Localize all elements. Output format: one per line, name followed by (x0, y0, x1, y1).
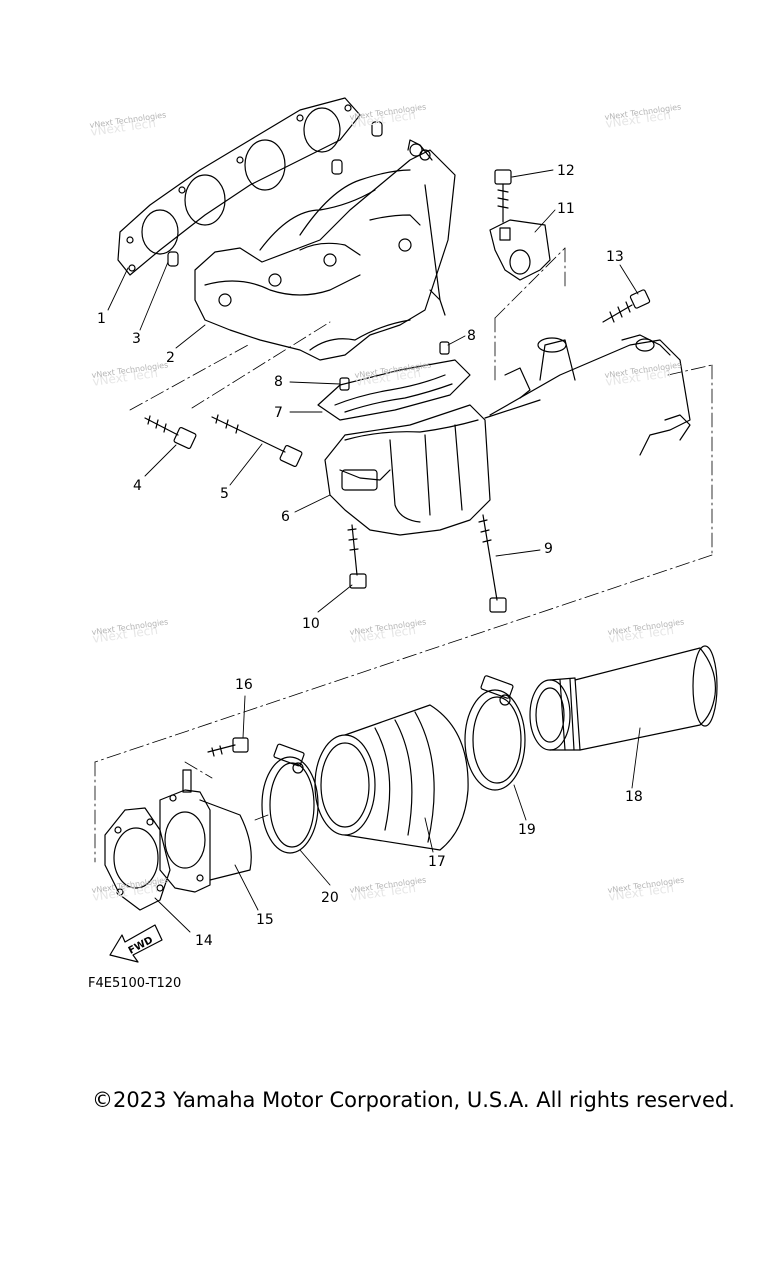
callout-2: 2 (166, 350, 175, 366)
callout-9: 9 (544, 541, 553, 557)
callout-8b: 8 (467, 328, 476, 344)
callout-12: 12 (557, 163, 575, 179)
callout-3: 3 (132, 331, 141, 347)
callout-11: 11 (557, 201, 575, 217)
part-1-manifold-gasket (117, 97, 361, 276)
part-11-bracket (489, 219, 551, 281)
callout-17: 17 (428, 854, 446, 870)
part-14-gasket (104, 807, 171, 911)
assembly-lines (94, 247, 713, 863)
part-13-bolt (602, 289, 651, 323)
callout-1: 1 (97, 311, 106, 327)
part-17-joint-hose (314, 704, 469, 851)
part-10-bolt (347, 524, 367, 589)
diagram-code: F4E5100-T120 (88, 976, 182, 991)
exhaust-pipe (484, 334, 691, 456)
callout-4: 4 (133, 478, 142, 494)
part-3-dowel-pin (167, 121, 383, 267)
callout-19: 19 (518, 822, 536, 838)
callout-20: 20 (321, 890, 339, 906)
callout-6: 6 (281, 509, 290, 525)
watermarks: vNext Tech vNext Technologies vNext Tech… (89, 102, 685, 904)
parts-diagram: 1 2 3 4 5 6 7 8 8 9 10 11 12 13 14 15 16… (89, 97, 718, 963)
part-7-gasket (317, 359, 471, 421)
callout-16: 16 (235, 677, 253, 693)
leader-lines (107, 169, 641, 933)
callout-15: 15 (256, 912, 274, 928)
part-18-outlet-pipe (529, 645, 718, 751)
callout-14: 14 (195, 933, 213, 949)
part-20-hose-clamp (261, 743, 319, 854)
part-4-bolt (144, 415, 197, 449)
fwd-arrow-icon (109, 924, 163, 963)
part-19-hose-clamp (464, 675, 526, 791)
copyright-notice: ©2023 Yamaha Motor Corporation, U.S.A. A… (92, 1088, 735, 1112)
part-5-bolt (211, 414, 303, 467)
part-16-bolt (207, 737, 249, 757)
callout-13: 13 (606, 249, 624, 265)
part-9-bolt (478, 514, 507, 613)
callout-7: 7 (274, 405, 283, 421)
callout-8a: 8 (274, 374, 283, 390)
callout-10: 10 (302, 616, 320, 632)
part-2-exhaust-manifold (194, 139, 456, 361)
callout-5: 5 (220, 486, 229, 502)
part-12-bolt (494, 169, 512, 223)
callout-numbers: 1 2 3 4 5 6 7 8 8 9 10 11 12 13 14 15 16… (97, 163, 643, 949)
part-6-exhaust-chamber (324, 404, 491, 536)
callout-18: 18 (625, 789, 643, 805)
part-15-flange-pipe (159, 769, 252, 893)
